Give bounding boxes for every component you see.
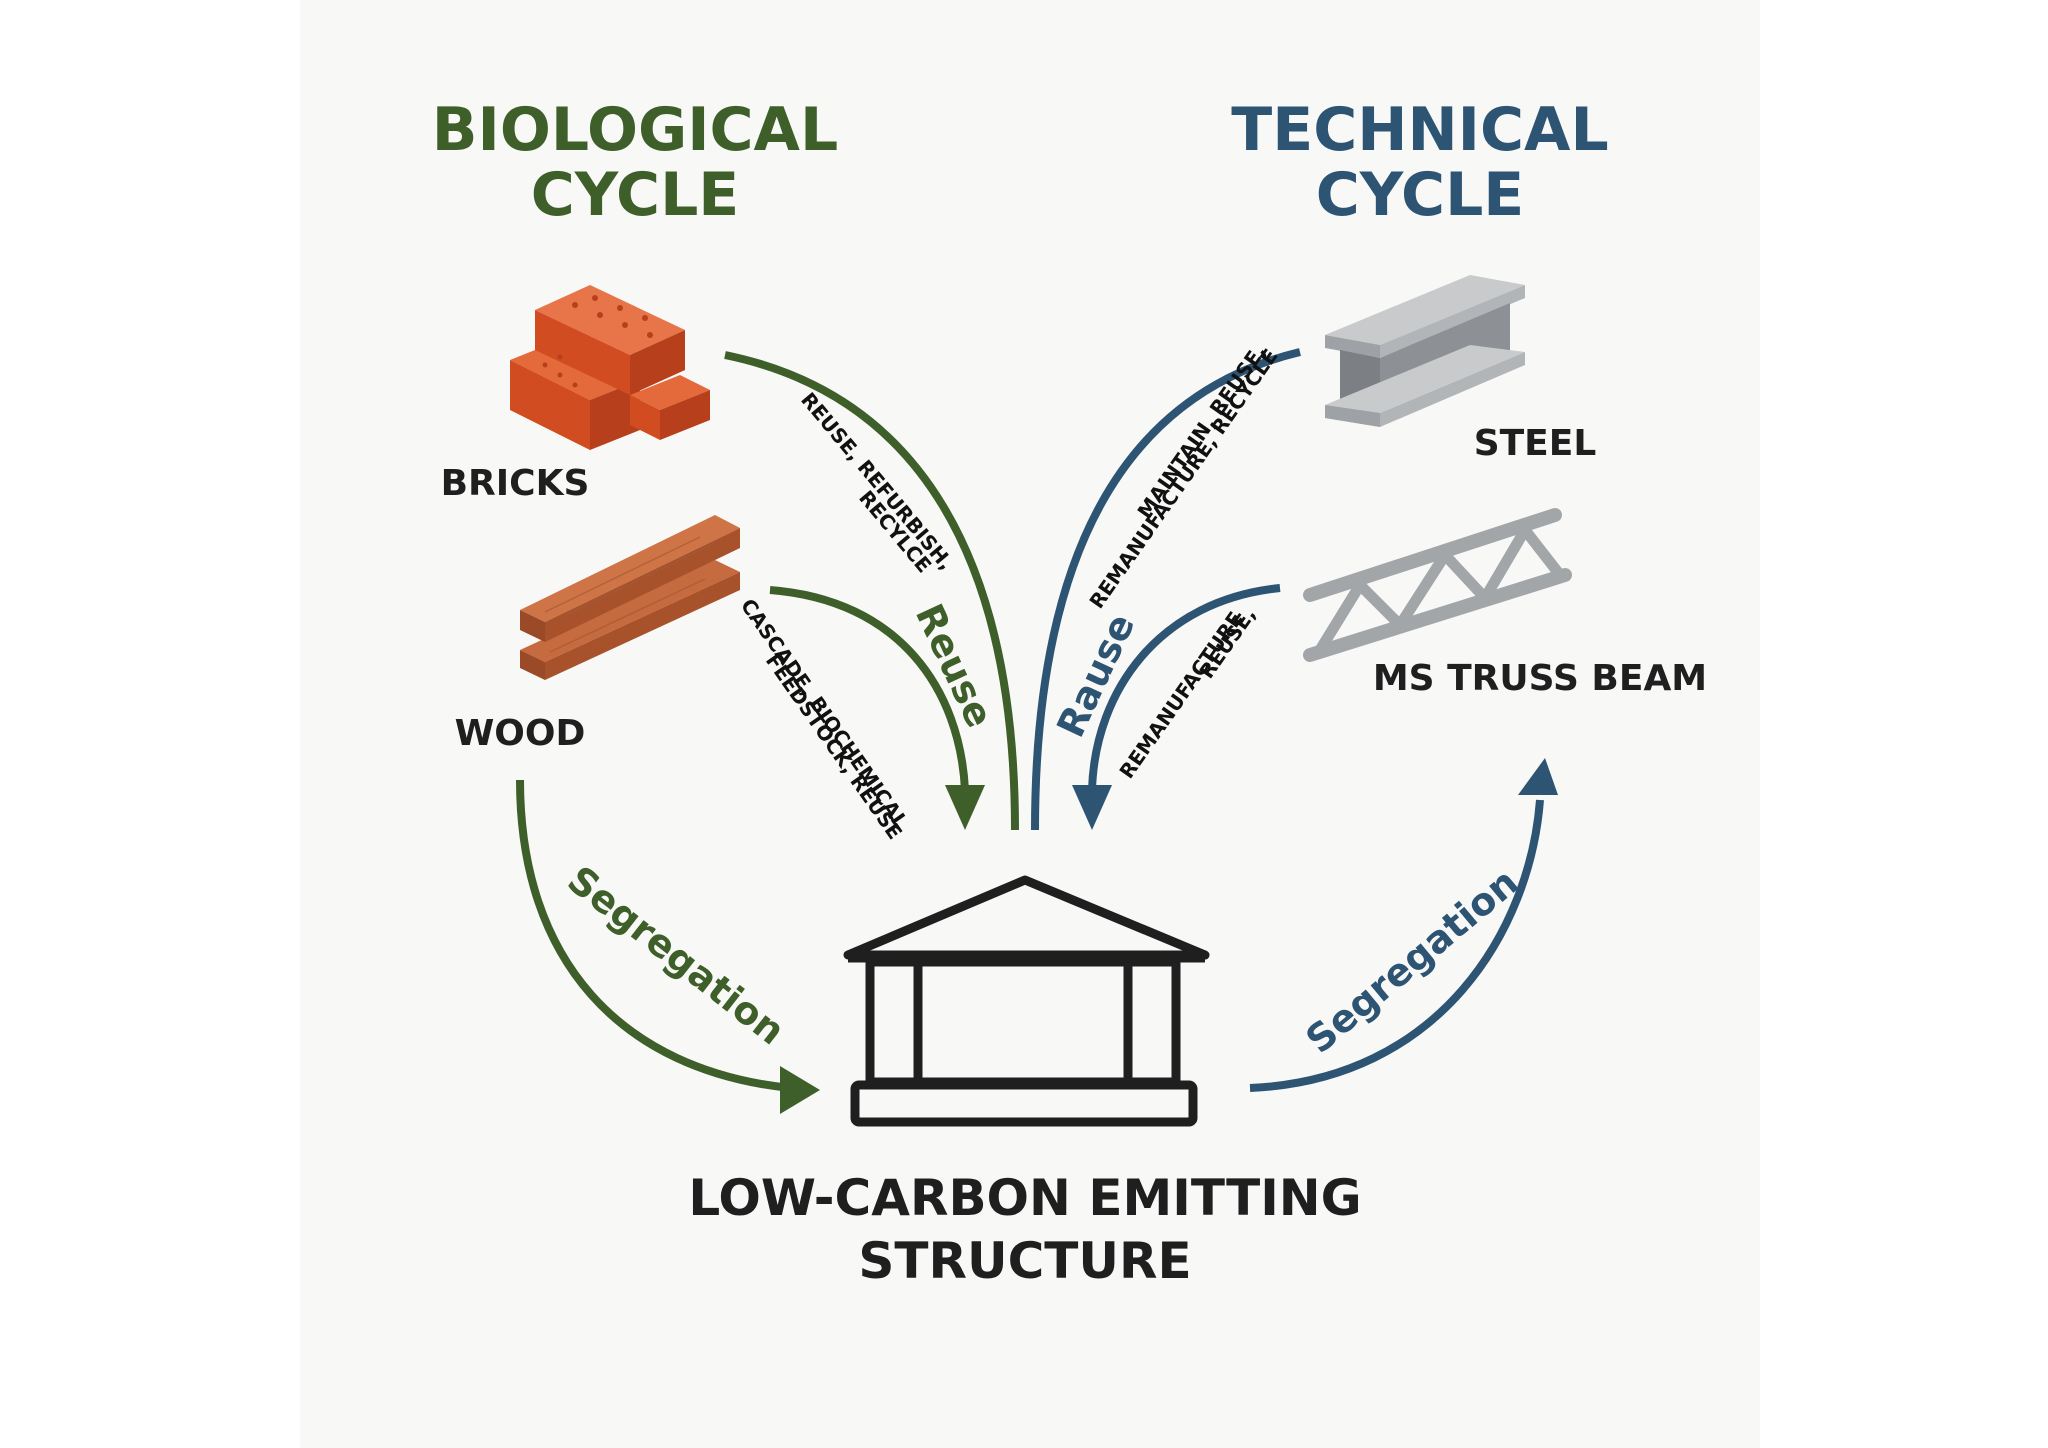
technical-segregation-arrow [1249, 799, 1544, 1092]
center-label-line2: STRUCTURE [858, 1232, 1191, 1290]
wood-reuse-arrowhead [945, 785, 985, 830]
truss-label: MS TRUSS BEAM [1373, 658, 1707, 699]
biological-segregation-arrowhead [780, 1066, 820, 1114]
technical-title-line2: CYCLE [1316, 160, 1525, 230]
biological-segregation-arrow [516, 779, 791, 1092]
biological-segregation-label: Segregation [559, 857, 793, 1053]
bricks-icon [510, 285, 710, 450]
wood-reuse-arrow [769, 586, 969, 791]
biological-title-line2: CYCLE [531, 160, 740, 230]
bricks-label: BRICKS [441, 463, 590, 504]
steel-label: STEEL [1474, 423, 1597, 464]
building-icon [843, 875, 1210, 1127]
technical-title-line1: TECHNICAL [1231, 95, 1608, 165]
wood-path-label-line2: FEEDSTOCK, REUSE [761, 649, 907, 844]
technical-segregation-arrowhead [1518, 758, 1558, 795]
truss-reuse-arrow [1088, 584, 1281, 791]
truss-reuse-arrowhead [1072, 785, 1112, 830]
center-label-line1: LOW-CARBON EMITTING [688, 1169, 1361, 1227]
diagram-background [300, 0, 1760, 1448]
truss-beam-icon [1303, 508, 1572, 662]
wood-label: WOOD [455, 713, 586, 754]
steel-i-beam-icon [1325, 275, 1525, 427]
wood-planks-icon [520, 515, 740, 680]
biological-title-line1: BIOLOGICAL [432, 95, 838, 165]
bricks-path-label-line1: REUSE, REFURBISH, [796, 388, 958, 575]
steel-to-structure-arrow [1031, 348, 1301, 831]
bricks-to-structure-arrow [724, 351, 1019, 831]
